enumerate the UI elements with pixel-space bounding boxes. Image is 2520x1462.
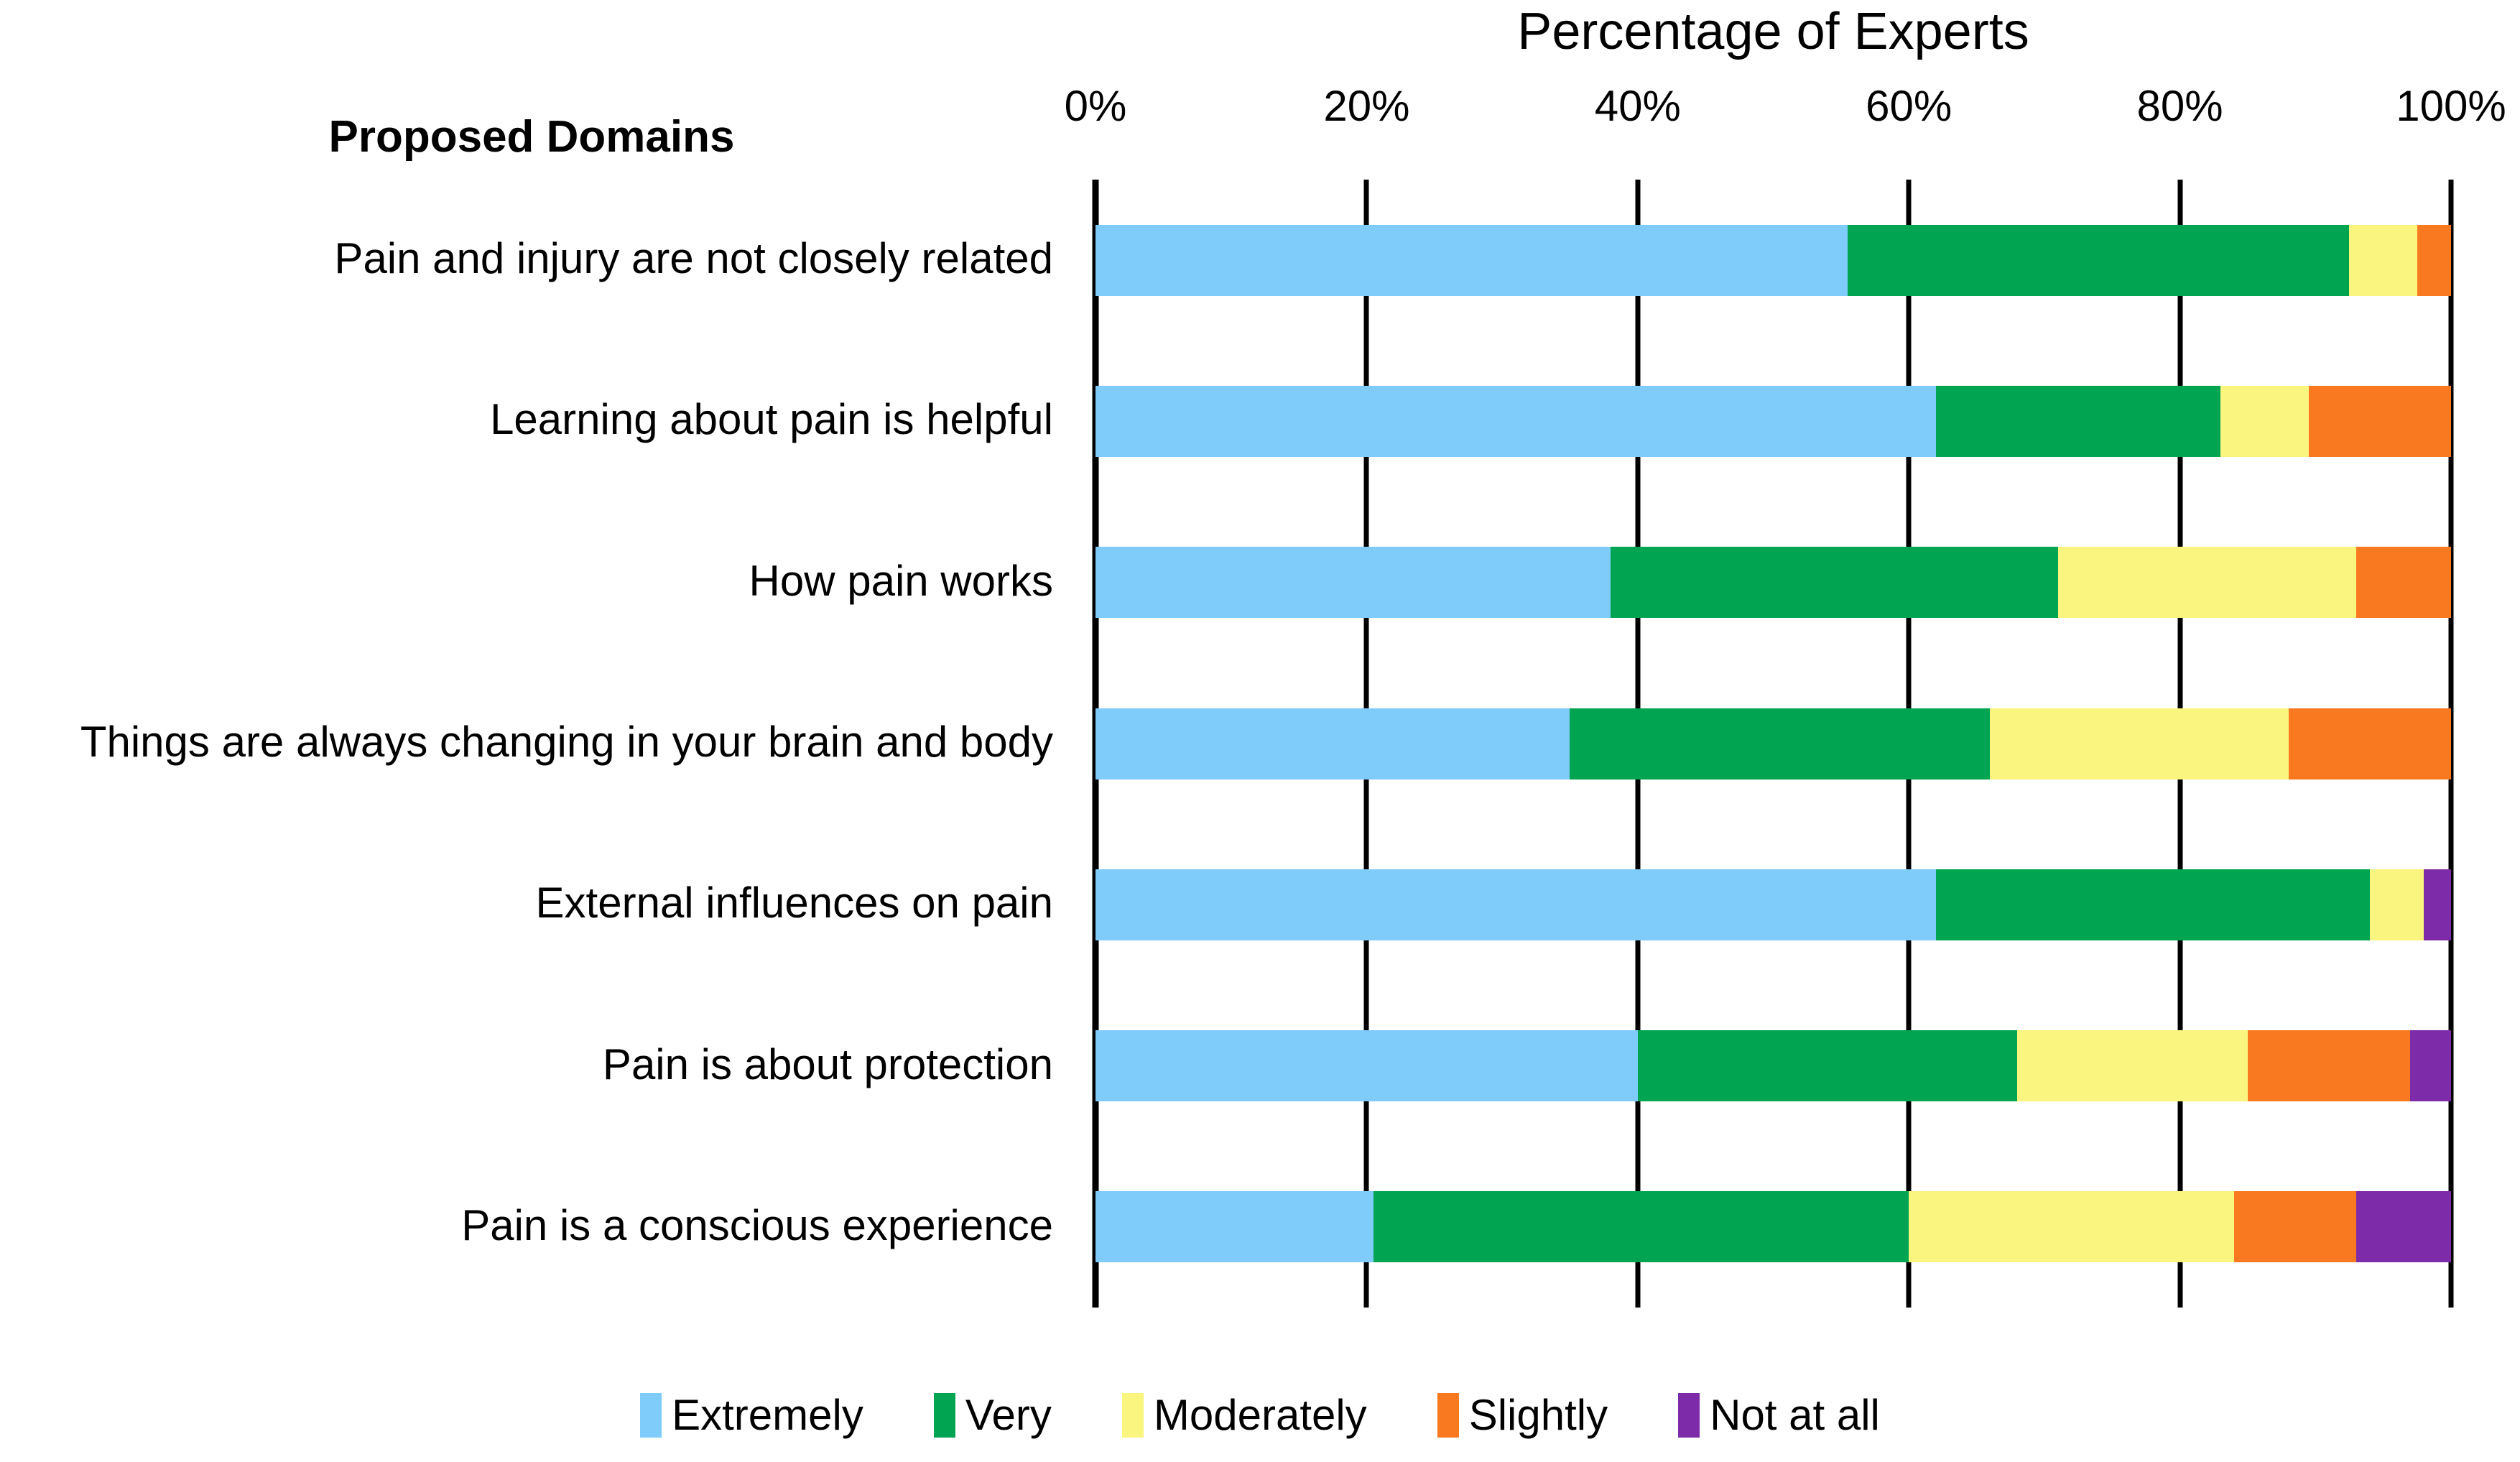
bar-stack: [1095, 547, 2451, 619]
legend-label: Moderately: [1153, 1391, 1367, 1439]
legend: Extremely Very Moderately Slightly Not at al…: [0, 1383, 2520, 1448]
chart-title: Percentage of Experts: [1517, 3, 2029, 60]
bar-segment-slightly[interactable]: [2288, 708, 2451, 779]
bar-stack: [1095, 1030, 2451, 1102]
bar-row[interactable]: [1095, 385, 2451, 457]
bar-stack: [1095, 869, 2451, 940]
bar-segment-moderately[interactable]: [1990, 708, 2289, 779]
x-axis-tick-label: 80%: [2136, 82, 2223, 130]
bar-segment-extremely[interactable]: [1095, 224, 1848, 296]
bar-segment-very[interactable]: [1848, 224, 2350, 296]
x-axis-gridline: [2448, 180, 2454, 1308]
y-axis-category-label: Pain and injury are not closely related: [334, 234, 1053, 283]
y-axis-category-label: Learning about pain is helpful: [490, 395, 1053, 444]
bar-row[interactable]: [1095, 869, 2451, 940]
bar-segment-very[interactable]: [1570, 708, 1991, 779]
bar-segment-slightly[interactable]: [2417, 224, 2451, 296]
bar-row[interactable]: [1095, 224, 2451, 296]
bar-segment-very[interactable]: [1935, 869, 2370, 940]
bar-segment-moderately[interactable]: [2220, 385, 2309, 457]
legend-swatch-icon: [1121, 1393, 1144, 1438]
bar-segment-extremely[interactable]: [1095, 385, 1936, 457]
bar-row[interactable]: [1095, 547, 2451, 619]
x-axis-tick-label: 60%: [1866, 82, 1952, 130]
bar-segment-slightly[interactable]: [2308, 385, 2451, 457]
plot-area: [1092, 180, 2454, 1308]
bar-segment-very[interactable]: [1637, 1030, 2018, 1102]
bar-segment-extremely[interactable]: [1095, 547, 1611, 619]
legend-label: Slightly: [1468, 1391, 1608, 1439]
bar-segment-moderately[interactable]: [2017, 1030, 2248, 1102]
legend-item-not-at-all[interactable]: Not at all: [1678, 1393, 1880, 1438]
legend-swatch-icon: [640, 1393, 662, 1438]
x-axis-tick-label: 20%: [1323, 82, 1410, 130]
bar-segment-extremely[interactable]: [1095, 708, 1570, 779]
bar-segment-very[interactable]: [1935, 385, 2221, 457]
bar-segment-very[interactable]: [1611, 547, 2058, 619]
legend-swatch-icon: [1437, 1393, 1459, 1438]
bar-segment-moderately[interactable]: [2369, 869, 2424, 940]
bar-row[interactable]: [1095, 1191, 2451, 1263]
legend-label: Not at all: [1710, 1391, 1880, 1439]
x-axis-tick-label: 40%: [1594, 82, 1681, 130]
bar-segment-moderately[interactable]: [2057, 547, 2356, 619]
bar-segment-extremely[interactable]: [1095, 869, 1936, 940]
y-axis-title: Proposed Domains: [328, 112, 735, 162]
legend-item-moderately[interactable]: Moderately: [1121, 1391, 1367, 1439]
bar-stack: [1095, 224, 2451, 296]
bar-stack: [1095, 1191, 2451, 1263]
legend-label: Extremely: [672, 1391, 863, 1439]
y-axis-category-label: External influences on pain: [535, 879, 1053, 927]
legend-label: Very: [965, 1391, 1052, 1439]
x-axis-tick-label: 100%: [2396, 82, 2506, 130]
legend-item-very[interactable]: Very: [933, 1391, 1052, 1439]
bar-stack: [1095, 708, 2451, 779]
legend-swatch-icon: [933, 1393, 955, 1438]
legend-item-extremely[interactable]: Extremely: [640, 1393, 863, 1438]
bar-segment-moderately[interactable]: [1909, 1191, 2235, 1263]
legend-swatch-icon: [1678, 1393, 1700, 1438]
bar-row[interactable]: [1095, 1030, 2451, 1102]
bar-segment-slightly[interactable]: [2234, 1191, 2356, 1263]
x-axis-tick-label: 0%: [1064, 82, 1127, 130]
y-axis-category-label: Pain is a conscious experience: [461, 1200, 1053, 1249]
bar-row[interactable]: [1095, 708, 2451, 779]
bar-segment-extremely[interactable]: [1095, 1030, 1638, 1102]
bar-stack: [1095, 385, 2451, 457]
x-axis-tick-label-group: 0% 20% 40% 60% 80% 100%: [0, 85, 2520, 135]
y-axis-category-label: How pain works: [749, 556, 1054, 605]
bar-segment-slightly[interactable]: [2355, 547, 2451, 619]
bar-segment-very[interactable]: [1373, 1191, 1909, 1263]
bar-segment-not-at-all[interactable]: [2355, 1191, 2451, 1263]
y-axis-category-label: Pain is about protection: [602, 1040, 1053, 1088]
bar-segment-not-at-all[interactable]: [2424, 869, 2451, 940]
bar-segment-slightly[interactable]: [2247, 1030, 2411, 1102]
bar-segment-moderately[interactable]: [2349, 224, 2417, 296]
bar-segment-extremely[interactable]: [1095, 1191, 1374, 1263]
bar-segment-not-at-all[interactable]: [2410, 1030, 2451, 1102]
legend-item-slightly[interactable]: Slightly: [1437, 1393, 1608, 1438]
y-axis-category-label: Things are always changing in your brain…: [80, 718, 1053, 766]
